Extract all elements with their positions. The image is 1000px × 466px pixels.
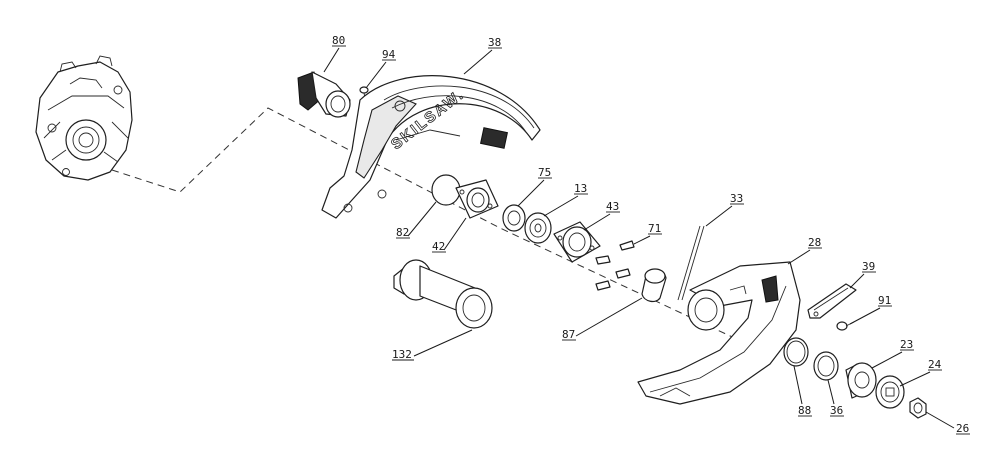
callout-33: 33 bbox=[730, 192, 743, 205]
dust-port-elbow bbox=[297, 71, 351, 118]
callout-82: 82 bbox=[396, 226, 409, 239]
callout-28: 28 bbox=[808, 236, 821, 249]
callout-38: 38 bbox=[488, 36, 501, 49]
callout-39: 39 bbox=[862, 260, 875, 273]
assembly-axis-line bbox=[111, 107, 761, 351]
lower-blade-guard bbox=[637, 261, 801, 405]
callout-24: 24 bbox=[928, 358, 942, 371]
guard-lever bbox=[807, 283, 857, 319]
bearing-13 bbox=[524, 212, 552, 244]
screw-94 bbox=[359, 86, 369, 99]
bearing-retainer bbox=[553, 221, 601, 263]
arbor-bolt bbox=[909, 397, 927, 419]
callout-132: 132 bbox=[392, 348, 412, 361]
callout-91: 91 bbox=[878, 294, 891, 307]
bushing-87 bbox=[641, 268, 667, 303]
callout-26: 26 bbox=[956, 422, 969, 435]
inner-flange bbox=[845, 362, 877, 399]
callout-13: 13 bbox=[574, 182, 587, 195]
callout-80: 80 bbox=[332, 34, 345, 47]
guard-spring bbox=[677, 225, 705, 301]
outer-flange bbox=[875, 375, 905, 409]
retaining-ring-88 bbox=[783, 337, 809, 367]
callout-71: 71 bbox=[648, 222, 661, 235]
callout-88: 88 bbox=[798, 404, 811, 417]
callout-94: 94 bbox=[382, 48, 396, 61]
gear-housing bbox=[35, 55, 133, 181]
seal-disc bbox=[431, 174, 461, 206]
callout-43: 43 bbox=[606, 200, 619, 213]
screws-71 bbox=[595, 240, 635, 291]
callout-36: 36 bbox=[830, 404, 843, 417]
upper-blade-guard: SKILSAW. bbox=[321, 75, 541, 219]
callout-23: 23 bbox=[900, 338, 913, 351]
bearing-75 bbox=[502, 204, 526, 232]
washer-36 bbox=[813, 351, 839, 381]
screw-91 bbox=[836, 321, 855, 331]
callout-75: 75 bbox=[538, 166, 551, 179]
bearing-plate bbox=[455, 179, 499, 219]
callout-42: 42 bbox=[432, 240, 445, 253]
callout-87: 87 bbox=[562, 328, 575, 341]
auxiliary-handle bbox=[393, 259, 493, 329]
